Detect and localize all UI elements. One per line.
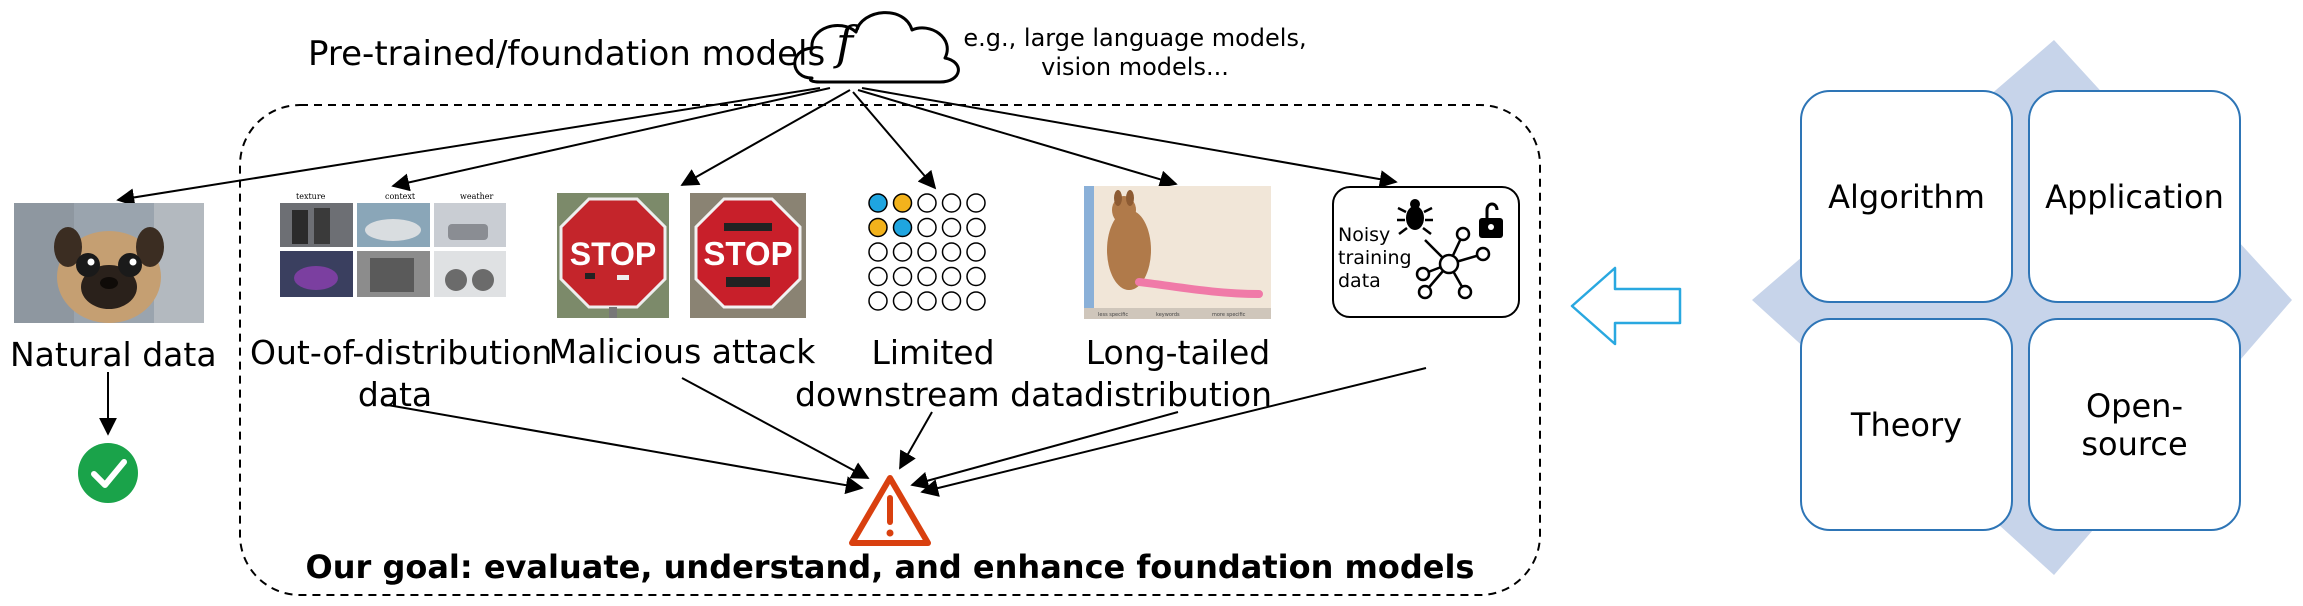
quadrant-theory: Theory: [1800, 318, 2013, 531]
noisy-label-line-2: training: [1338, 247, 1412, 269]
grid-dot: [941, 193, 962, 213]
ood-thumb-label-0: texture: [296, 192, 326, 201]
quadrant-open-source-line-1: Open-: [2085, 386, 2183, 425]
grid-dot: [941, 291, 962, 311]
quadrant-theory-label: Theory: [1850, 405, 1963, 444]
stop-sign-2-text: STOP: [703, 235, 792, 272]
warning-icon: [849, 475, 931, 546]
ood-thumbnails: texture context weather: [280, 192, 506, 297]
stop-sign-1-text: STOP: [570, 236, 657, 272]
unlocked-padlock-icon: [1479, 202, 1503, 238]
network-icon: [1397, 199, 1503, 300]
check-icon: [78, 443, 138, 503]
grid-dot: [966, 217, 986, 238]
cloud-icon: [793, 11, 960, 84]
grid-dot: [892, 242, 913, 262]
grid-dot: [917, 193, 937, 213]
quadrant-application: Application: [2028, 90, 2241, 303]
ood-thumb-label-1: context: [385, 192, 416, 201]
stop-sign-photo-1: STOP: [557, 193, 669, 318]
noisy-label-line-1: Noisy: [1338, 224, 1391, 246]
grid-dot: [892, 193, 913, 213]
limited-label-line-2: downstream data: [795, 375, 1085, 414]
cloud-symbol: f: [836, 16, 854, 70]
grid-dot: [868, 291, 888, 311]
grid-dot: [868, 217, 888, 238]
grid-dot: [892, 266, 913, 287]
header-title: Pre-trained/foundation models: [308, 34, 826, 74]
longtail-label-line-2: distribution: [1083, 375, 1273, 414]
header-examples: e.g., large language models, vision mode…: [935, 24, 1335, 82]
grid-dot: [941, 242, 962, 262]
grid-dot: [868, 266, 888, 287]
grid-dot: [868, 193, 888, 213]
long-tail-photo: less specific keywords more specific: [1084, 186, 1271, 319]
limited-label-line-1: Limited: [871, 333, 995, 372]
grid-dot: [917, 291, 937, 311]
noisy-data-box: [1332, 186, 1520, 318]
grid-dot: [917, 242, 937, 262]
hollow-left-arrow: [1570, 266, 1682, 346]
quadrant-open-source: Open- source: [2028, 318, 2241, 531]
grid-dot: [941, 266, 962, 287]
attack-label: Malicious attack: [548, 332, 816, 371]
ood-thumb-label-2: weather: [460, 192, 493, 201]
natural-data-label: Natural data: [10, 335, 217, 374]
goal-text: Our goal: evaluate, understand, and enha…: [305, 548, 1475, 586]
quadrant-open-source-line-2: source: [2081, 424, 2188, 463]
dashed-container: [239, 104, 1541, 596]
long-tail-axis-label-0: less specific: [1098, 312, 1128, 318]
ood-label-line-2: data: [357, 375, 433, 414]
stop-sign-photo-2: STOP: [690, 193, 806, 318]
pug-photo: [14, 203, 204, 323]
quadrant-algorithm-label: Algorithm: [1828, 177, 1985, 216]
grid-dot: [917, 217, 937, 238]
long-tail-axis-label-2: more specific: [1212, 312, 1246, 318]
quadrant-open-source-label: Open- source: [2081, 387, 2187, 463]
grid-dot: [966, 242, 986, 262]
noisy-data-label: Noisy training data: [1338, 224, 1412, 293]
cloud-arrows: [116, 87, 1398, 207]
header-example-line-1: e.g., large language models,: [963, 24, 1307, 52]
grid-dot: [966, 266, 986, 287]
limited-label: Limited downstream data: [795, 332, 1085, 416]
longtail-label-line-1: Long-tailed: [1085, 333, 1271, 372]
quadrant-application-label: Application: [2045, 177, 2224, 216]
grid-dot: [966, 291, 986, 311]
bug-icon: [1397, 199, 1433, 235]
longtail-label: Long-tailed distribution: [1050, 332, 1306, 416]
long-tail-axis-label-1: keywords: [1156, 312, 1180, 318]
dot-grid: [868, 193, 986, 311]
grid-dot: [917, 266, 937, 287]
grid-dot: [892, 291, 913, 311]
header-example-line-2: vision models...: [1041, 53, 1229, 81]
grid-dot: [966, 193, 986, 213]
grid-dot: [941, 217, 962, 238]
quadrant-algorithm: Algorithm: [1800, 90, 2013, 303]
grid-dot: [892, 217, 913, 238]
noisy-label-line-3: data: [1338, 270, 1381, 292]
grid-dot: [868, 242, 888, 262]
ood-label-line-1: Out-of-distribution: [250, 333, 553, 372]
ood-label: Out-of-distribution data: [250, 332, 553, 416]
goal-arrows: [381, 367, 1427, 497]
